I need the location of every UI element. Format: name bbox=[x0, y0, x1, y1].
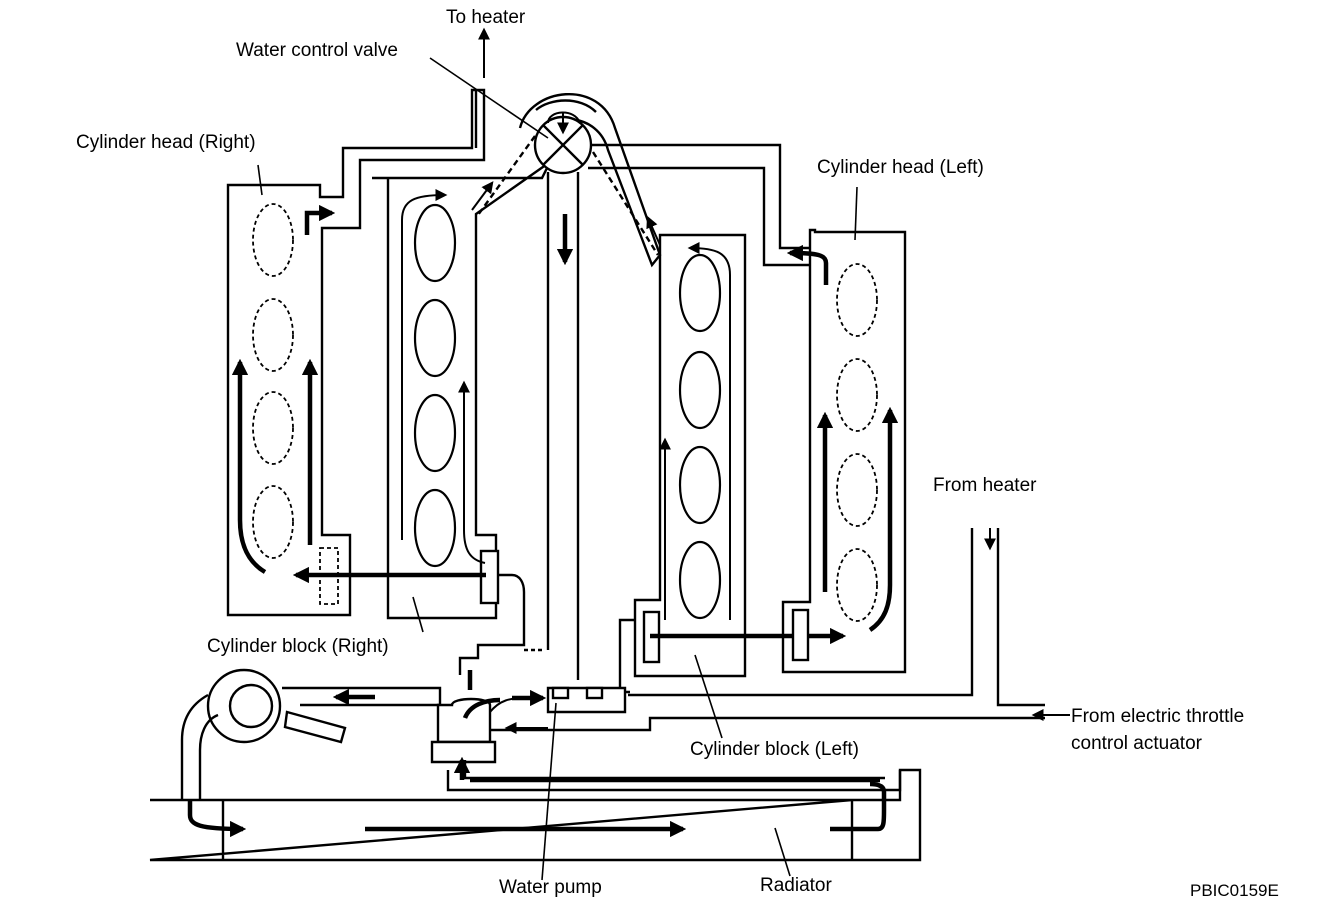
label-cylinder-head-right: Cylinder head (Right) bbox=[76, 132, 256, 153]
heater-return-lines bbox=[480, 528, 1070, 734]
flow-arrow bbox=[786, 244, 829, 285]
radiator-leader bbox=[774, 827, 791, 877]
label-water-control-valve: Water control valve bbox=[236, 40, 398, 61]
flow-arrow bbox=[231, 358, 267, 574]
label-cylinder-head-left: Cylinder head (Left) bbox=[817, 157, 984, 178]
water-pump-leader bbox=[541, 702, 557, 881]
combustion-chamber-outline bbox=[252, 485, 294, 559]
combustion-chamber-outline bbox=[836, 263, 878, 337]
flow-arrow bbox=[471, 181, 494, 211]
radiator bbox=[149, 768, 922, 877]
flow-arrow bbox=[687, 242, 731, 620]
label-radiator: Radiator bbox=[760, 875, 832, 896]
combustion-chamber-outline bbox=[836, 453, 878, 527]
cylinder-bore bbox=[413, 203, 457, 283]
flow-arrow bbox=[187, 800, 247, 838]
head-left-leader bbox=[854, 186, 858, 241]
head-passage bbox=[791, 608, 810, 662]
flow-arrow bbox=[401, 189, 448, 540]
figure-code: PBIC0159E bbox=[1190, 881, 1279, 900]
label-from-throttle-1: From electric throttle bbox=[1071, 706, 1244, 727]
cylinder-bore bbox=[678, 253, 722, 333]
combustion-chamber-outline bbox=[252, 391, 294, 465]
cylinder-bore bbox=[413, 393, 457, 473]
label-cylinder-block-left: Cylinder block (Left) bbox=[690, 739, 859, 760]
block-left-leader bbox=[694, 654, 723, 739]
label-cylinder-block-right: Cylinder block (Right) bbox=[207, 636, 389, 657]
flow-arrow bbox=[646, 215, 661, 246]
cylinder-bore bbox=[413, 488, 457, 568]
cylinder-head-left bbox=[781, 228, 907, 674]
label-water-pump: Water pump bbox=[499, 877, 602, 898]
flow-arrow bbox=[304, 204, 336, 235]
cylinder-bore bbox=[678, 445, 722, 525]
cylinder-bore bbox=[413, 298, 457, 378]
cylinder-bore bbox=[678, 540, 722, 620]
label-to-heater: To heater bbox=[446, 7, 526, 28]
label-from-heater: From heater bbox=[933, 475, 1037, 496]
cylinder-block-right bbox=[292, 161, 552, 690]
combustion-chamber-outline bbox=[836, 548, 878, 622]
pump-port bbox=[551, 686, 570, 700]
head-right-leader bbox=[257, 164, 263, 196]
radiator-cap bbox=[180, 668, 347, 838]
block-right-leader bbox=[412, 596, 424, 633]
label-from-throttle-2: control actuator bbox=[1071, 733, 1203, 754]
combustion-chamber-outline bbox=[836, 358, 878, 432]
valve-leader-line bbox=[429, 57, 549, 139]
flow-arrow bbox=[868, 406, 899, 632]
water-control-valve bbox=[429, 27, 810, 680]
cylinder-block-left bbox=[618, 233, 847, 694]
flow-arrow bbox=[458, 380, 486, 564]
pump-port bbox=[585, 686, 604, 700]
cylinder-bore bbox=[678, 350, 722, 430]
combustion-chamber-outline bbox=[252, 298, 294, 372]
flow-arrow bbox=[830, 781, 887, 832]
combustion-chamber-outline bbox=[252, 203, 294, 277]
